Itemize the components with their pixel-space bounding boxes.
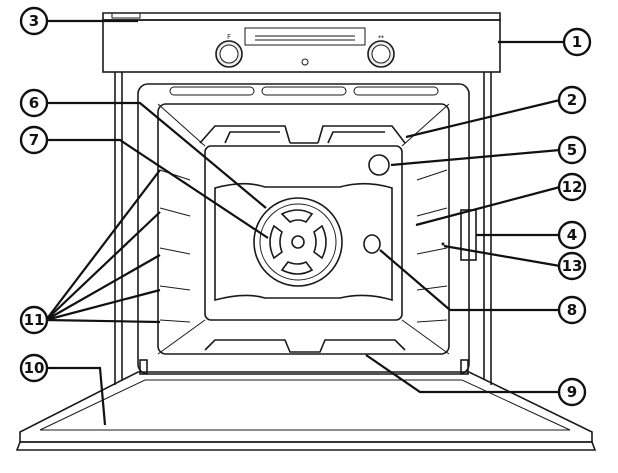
convection-fan <box>253 197 343 287</box>
control-panel <box>102 19 501 73</box>
callout-6: 6 <box>19 88 49 118</box>
callout-11-label: 11 <box>24 311 45 329</box>
rear-oven-lamp <box>363 234 381 254</box>
callout-6-label: 6 <box>29 94 39 112</box>
callout-7: 7 <box>19 125 49 155</box>
fan-cover-plate <box>214 182 393 302</box>
leader-lines <box>45 19 565 426</box>
callout-8-label: 8 <box>567 301 577 319</box>
callout-7-label: 7 <box>29 131 39 149</box>
left-shelf-rails <box>159 169 191 323</box>
right-knob: ↔ <box>367 33 395 68</box>
callout-10: 10 <box>19 353 49 383</box>
indicator-light <box>301 58 309 66</box>
left-knob: F <box>215 33 243 68</box>
callout-11: 11 <box>19 305 49 335</box>
callout-9-label: 9 <box>567 383 577 401</box>
callout-4-label: 4 <box>567 226 577 244</box>
top-oven-lamp <box>368 154 390 176</box>
left-knob-mark: F <box>227 33 231 41</box>
callout-12: 12 <box>557 172 587 202</box>
oven-door <box>15 359 597 451</box>
top-vents <box>169 86 439 96</box>
right-knob-mark: ↔ <box>378 33 384 41</box>
callout-3: 3 <box>19 6 49 36</box>
callout-1-label: 1 <box>572 33 582 51</box>
side-indicator <box>441 242 445 246</box>
right-shelf-rails <box>416 169 448 323</box>
callout-5-label: 5 <box>567 141 577 159</box>
top-heating-element <box>199 125 406 144</box>
bottom-heating-element <box>204 339 406 353</box>
callout-9: 9 <box>557 377 587 407</box>
callout-1: 1 <box>562 27 592 57</box>
callout-2-label: 2 <box>567 91 577 109</box>
oven-cavity <box>137 83 470 375</box>
callout-13-label: 13 <box>562 257 583 275</box>
callout-13: 13 <box>557 251 587 281</box>
callout-12-label: 12 <box>562 178 583 196</box>
callout-2: 2 <box>557 85 587 115</box>
callout-8: 8 <box>557 295 587 325</box>
callout-5: 5 <box>557 135 587 165</box>
callout-10-label: 10 <box>24 359 45 377</box>
callout-4: 4 <box>557 220 587 250</box>
callout-3-label: 3 <box>29 12 39 30</box>
oven-frame <box>114 72 492 385</box>
display-window <box>244 27 366 46</box>
oven-top-trim <box>102 12 501 21</box>
